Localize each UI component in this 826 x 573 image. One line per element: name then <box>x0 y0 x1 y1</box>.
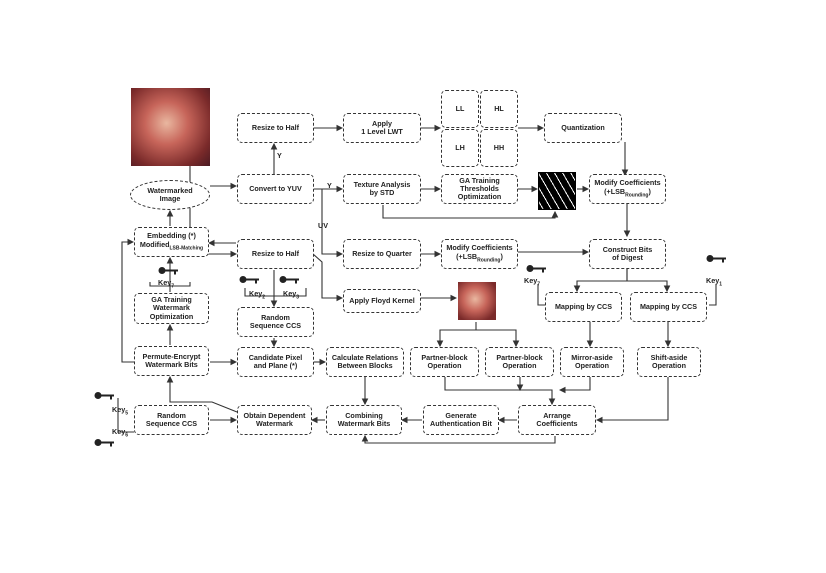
watermarked-image-ellipse: Watermarked Image <box>130 180 210 210</box>
quantization-box: Quantization <box>544 113 622 143</box>
arrow-obtain-permute <box>166 375 238 413</box>
key5-label: Key5 <box>112 405 128 417</box>
key-icon-7-right <box>526 265 546 273</box>
permute-encrypt-box: Permute-Encrypt Watermark Bits <box>134 346 209 376</box>
random-ccs-mid-box: Random Sequence CCS <box>237 307 314 337</box>
texture-analysis-box: Texture Analysis by STD <box>343 174 421 204</box>
shift-aside-box: Shift-aside Operation <box>637 347 701 377</box>
apply-floyd-box: Apply Floyd Kernel <box>343 289 421 313</box>
line-key5-bracket <box>117 398 134 433</box>
resize-half-mid-box: Resize to Half <box>237 239 314 269</box>
arrow-construct-mapright <box>626 269 671 293</box>
mirror-aside-box: Mirror-aside Operation <box>560 347 624 377</box>
ga-watermark-box: GA Training Watermark Optimization <box>134 293 209 324</box>
key-icon-2 <box>239 276 259 284</box>
line-key7r-bracket <box>537 284 545 306</box>
arrow-shift-arrange <box>595 377 669 424</box>
candidate-pixel-box: Candidate Pixel and Plane (*) <box>237 347 314 377</box>
combining-bits-box: Combining Watermark Bits <box>326 405 402 435</box>
mapping-ccs-right-box: Mapping by CCS <box>630 292 707 322</box>
lh-subband-box: LH <box>441 129 479 167</box>
embedding-box: Embedding (*) ModifiedLSB-Matching <box>134 227 209 257</box>
arrow-resize-floyd <box>312 253 344 302</box>
key2-label: Key2 <box>249 289 265 301</box>
key-icon-6 <box>94 439 114 447</box>
arrange-coefficients-box: Arrange Coefficients <box>518 405 596 435</box>
modify-coefficients-mid-label: Modify Coefficients <box>446 243 513 253</box>
key3-label: Key3 <box>283 289 299 301</box>
line-key1-bracket <box>709 284 717 306</box>
modify-coefficients-mid-box: Modify Coefficients (+LSBRounding) <box>441 239 518 269</box>
arrow-arrange-loop <box>361 434 556 444</box>
line-key7-bracket <box>149 282 191 287</box>
arrow-partner1-arrange <box>444 377 556 406</box>
key-icon-7-left <box>158 267 178 275</box>
hl-subband-box: HL <box>480 90 518 128</box>
arrow-texture-loop <box>382 205 559 219</box>
y-label-right: Y <box>327 181 332 190</box>
modify-coefficients-top-label: Modify Coefficients <box>594 178 661 188</box>
key-icon-5 <box>94 392 114 400</box>
modify-coefficients-top-sublabel: (+LSBRounding) <box>604 186 651 198</box>
arrow-uv-quarter <box>321 189 344 258</box>
embedding-sublabel: ModifiedLSB-Matching <box>139 239 204 251</box>
arrow-lena-partner2 <box>476 329 520 348</box>
key6-label: Key6 <box>112 427 128 439</box>
generate-auth-box: Generate Authentication Bit <box>423 405 499 435</box>
resize-quarter-box: Resize to Quarter <box>343 239 421 269</box>
y-label-upper: Y <box>277 151 282 160</box>
lena-image-small <box>458 282 496 320</box>
modify-coefficients-top-box: Modify Coefficients (+LSBRounding) <box>589 174 666 204</box>
partner-block-2-box: Partner-block Operation <box>485 347 554 377</box>
partner-block-1-box: Partner-block Operation <box>410 347 479 377</box>
arrow-construct-mapleft <box>573 269 628 293</box>
key7-left-label: Key7 <box>158 278 174 290</box>
line-key2-bracket <box>244 288 307 297</box>
apply-lwt-box: Apply 1 Level LWT <box>343 113 421 143</box>
uv-label: UV <box>318 221 328 230</box>
random-ccs-bottom-box: Random Sequence CCS <box>134 405 209 435</box>
hh-subband-box: HH <box>480 129 518 167</box>
ll-subband-box: LL <box>441 90 479 128</box>
construct-bits-box: Construct Bits of Digest <box>589 239 666 269</box>
ga-thresholds-box: GA Training Thresholds Optimization <box>441 174 518 204</box>
embedding-label: Embedding (*) <box>147 231 196 241</box>
arrow-mirror-arrange <box>558 377 591 394</box>
calc-relations-box: Calculate Relations Between Blocks <box>326 347 404 377</box>
mapping-ccs-left-box: Mapping by CCS <box>545 292 622 322</box>
key7-right-label: Key7 <box>524 276 540 288</box>
arrow-permute-embedding-left <box>121 238 135 363</box>
modify-coefficients-mid-sublabel: (+LSBRounding) <box>456 251 503 263</box>
convert-yuv-box: Convert to YUV <box>237 174 314 204</box>
texture-map-image <box>538 172 576 210</box>
resize-half-top-box: Resize to Half <box>237 113 314 143</box>
lena-image-large <box>131 88 210 166</box>
obtain-dependent-box: Obtain Dependent Watermark <box>237 405 312 435</box>
key-icon-3 <box>279 276 299 284</box>
arrow-lena-partner1 <box>436 322 477 348</box>
key1-label: Key1 <box>706 276 722 288</box>
key-icon-1 <box>706 255 726 263</box>
